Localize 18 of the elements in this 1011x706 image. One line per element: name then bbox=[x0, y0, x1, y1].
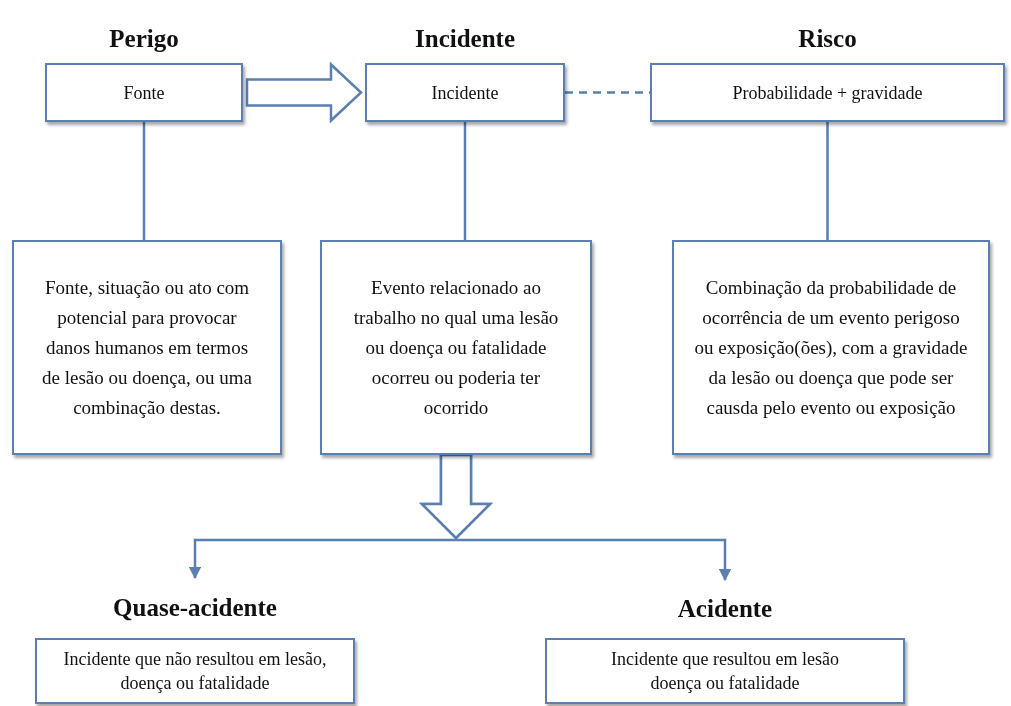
text-box: Incidente bbox=[365, 63, 565, 122]
connector-line bbox=[463, 122, 467, 240]
section-heading: Perigo bbox=[109, 24, 179, 55]
text-box: Evento relacionado ao trabalho no qual uma lesão ou doença ou fatalidade ocorreu ou poderia ter ocorrido bbox=[320, 240, 592, 455]
section-heading: Quase-acidente bbox=[113, 593, 277, 624]
text-box: Combinação da probabilidade de ocorrência de um evento perigoso ou exposição(ões), com a gravidade da lesão ou doença que pode ser causda pelo evento ou exposição bbox=[672, 240, 990, 455]
text-box: Incidente que não resultou em lesão, doença ou fatalidade bbox=[35, 638, 355, 704]
block-arrow bbox=[245, 61, 363, 124]
connector-line bbox=[142, 122, 146, 240]
section-heading: Acidente bbox=[677, 594, 773, 625]
text-box: Probabilidade + gravidade bbox=[650, 63, 1005, 122]
section-heading: Incidente bbox=[415, 24, 515, 55]
connector-line bbox=[826, 122, 829, 240]
arrow bbox=[419, 453, 732, 582]
text-box: Incidente que resultou em lesão doença ou fatalidade bbox=[545, 638, 905, 704]
text-box: Fonte bbox=[45, 63, 243, 122]
section-heading: Risco bbox=[798, 24, 857, 55]
text-box: Fonte, situação ou ato com potencial para provocar danos humanos em termos de lesão ou doença, ou uma combinação destas. bbox=[12, 240, 282, 455]
